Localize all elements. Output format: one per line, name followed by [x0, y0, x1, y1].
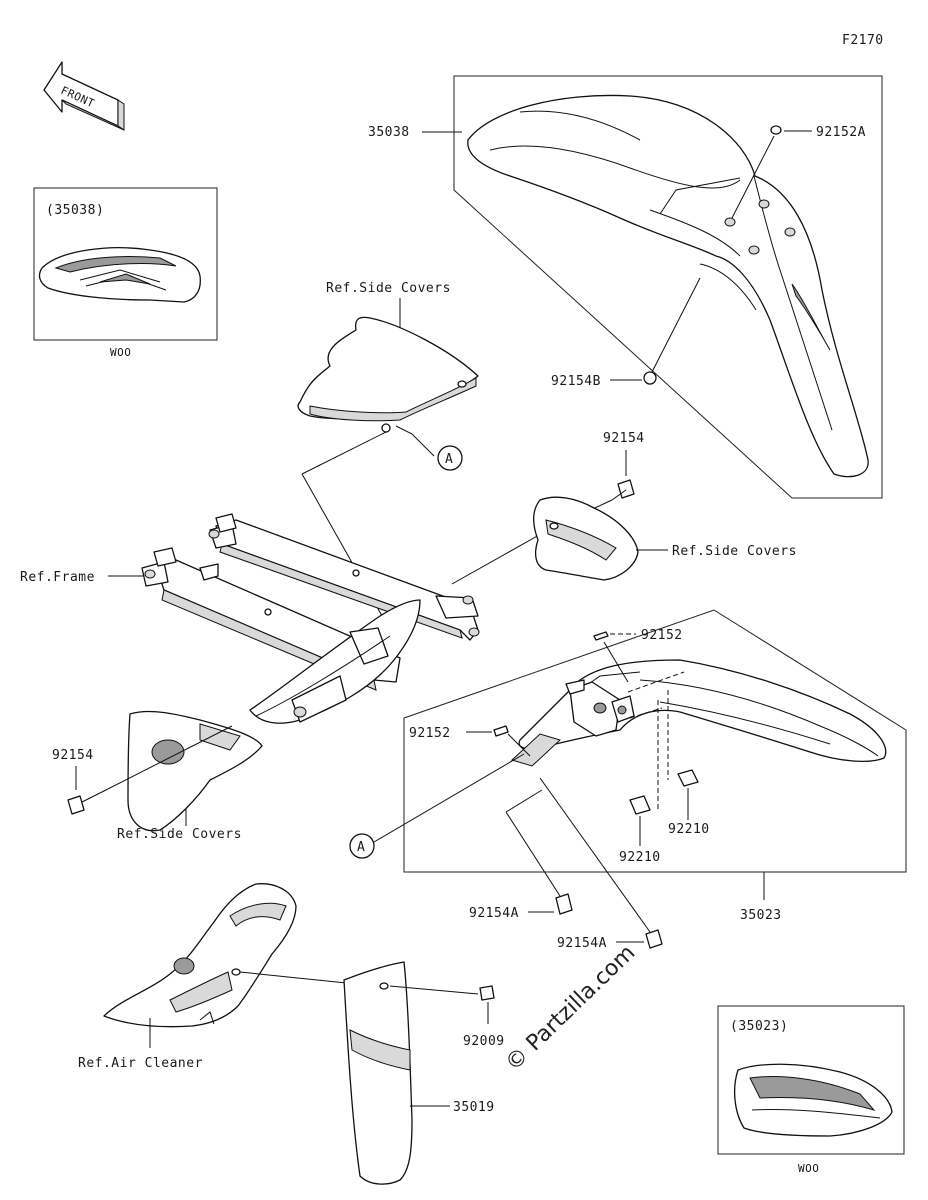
label-ref-frame: Ref.Frame — [20, 570, 95, 585]
side-cover-top — [297, 316, 479, 433]
bolt-92154-left — [67, 795, 95, 815]
label-92152-upper: 92152 — [641, 628, 683, 643]
mud-guard-35019 — [343, 961, 413, 1185]
label-92210-b: 92210 — [619, 850, 661, 865]
bolt-92009 — [479, 985, 495, 1001]
watermark: © Partzilla.com — [501, 940, 640, 1076]
label-ref-air-cleaner: Ref.Air Cleaner — [78, 1056, 203, 1071]
label-92152A: 92152A — [816, 125, 866, 140]
label-35038: 35038 — [368, 125, 410, 140]
bolt-92154B — [643, 371, 657, 385]
label-92154-left: 92154 — [52, 748, 94, 763]
rear-fender-group-box — [403, 609, 907, 873]
inset-35038: (35038) WOO — [33, 187, 218, 359]
label-92009: 92009 — [463, 1034, 505, 1049]
grommet-92152A — [770, 125, 782, 135]
label-92210-a: 92210 — [668, 822, 710, 837]
inset-35023-part: (35023) — [730, 1019, 788, 1034]
bolt-92154A-b — [645, 929, 663, 949]
inset-35023-caption: WOO — [798, 1162, 819, 1175]
callout-a-top — [437, 445, 463, 471]
front-fender-group-box — [453, 75, 883, 499]
nut-92210-b — [629, 795, 651, 815]
bolt-92154A-a — [555, 893, 573, 915]
callout-a-bottom — [349, 833, 375, 859]
label-35019: 35019 — [453, 1100, 495, 1115]
bolt-92154-top — [611, 479, 635, 501]
label-92154A-b: 92154A — [557, 936, 607, 951]
callout-a-top-text: A — [445, 452, 453, 467]
inset-35023: (35023) WOO — [717, 1005, 905, 1175]
front-fender-35038 — [467, 94, 869, 478]
figure-id: F2170 — [842, 33, 884, 48]
front-arrow-icon: FRONT — [43, 61, 125, 131]
inset-35038-caption: WOO — [110, 346, 131, 359]
side-cover-right — [533, 496, 639, 581]
label-35023: 35023 — [740, 908, 782, 923]
side-cover-left — [127, 710, 263, 832]
nut-92210-a — [677, 769, 699, 787]
grommet-92152-upper — [593, 631, 609, 641]
frame-subframe — [141, 513, 480, 724]
air-cleaner-box — [103, 883, 297, 1028]
label-92154-top: 92154 — [603, 431, 645, 446]
callout-a-bottom-text: A — [357, 840, 365, 855]
label-92154B: 92154B — [551, 374, 601, 389]
grommet-92152-left — [493, 725, 509, 737]
label-ref-side-covers-top: Ref.Side Covers — [326, 281, 451, 296]
inset-35038-part: (35038) — [46, 203, 104, 218]
label-92152-left: 92152 — [409, 726, 451, 741]
label-ref-side-covers-right: Ref.Side Covers — [672, 544, 797, 559]
label-ref-side-covers-left: Ref.Side Covers — [117, 827, 242, 842]
label-92154A-a: 92154A — [469, 906, 519, 921]
